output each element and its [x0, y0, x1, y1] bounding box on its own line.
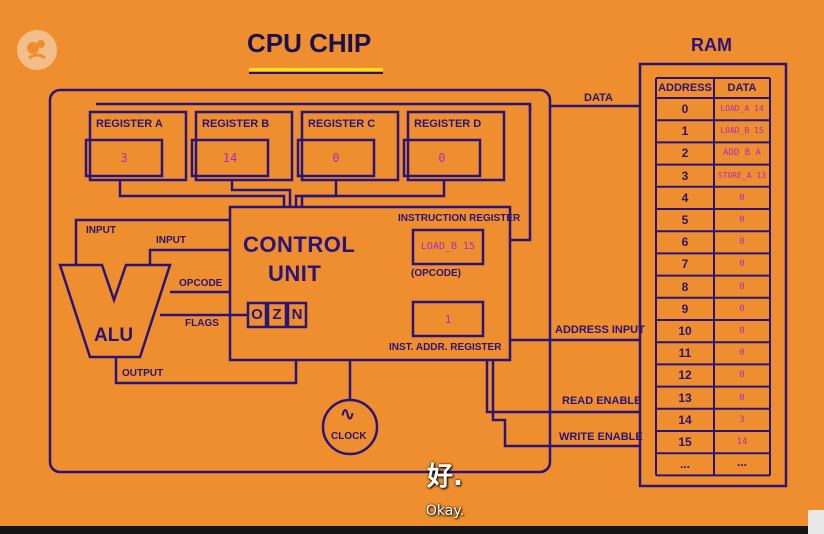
register-b-box	[194, 110, 294, 182]
ram-data-cell: 0	[739, 281, 745, 292]
clock-label: CLOCK	[331, 431, 367, 442]
address-input-label: ADDRESS INPUT	[555, 324, 645, 336]
ram-address-cell: ...	[679, 457, 690, 472]
ram-address-cell: 8	[681, 279, 689, 294]
ram-address-cell: 11	[678, 346, 692, 361]
register-a-box	[88, 110, 188, 182]
instruction-register-sublabel: (OPCODE)	[411, 268, 461, 279]
ram-data-cell: 0	[739, 215, 745, 225]
ram-data-cell: ...	[736, 455, 747, 470]
alu-opcode-label: OPCODE	[179, 278, 223, 289]
register-a-value-box	[84, 138, 164, 178]
ram-address-cell: 3	[681, 168, 689, 183]
register-c-box	[300, 110, 400, 182]
ram-address-cell: 12	[678, 368, 692, 383]
ram-data-cell: 0	[739, 348, 745, 359]
clock-icon: ∿	[340, 404, 356, 424]
ram-address-cell: 9	[681, 301, 689, 316]
title-underline-shadow	[249, 72, 383, 74]
diagram-title: CPU CHIP	[247, 28, 372, 58]
ram-data-cell: 0	[739, 326, 745, 336]
register-d-value: 0	[438, 151, 446, 165]
video-corner	[808, 510, 824, 534]
ram-data-cell: 0	[739, 259, 745, 270]
inst-addr-register-box	[411, 300, 485, 338]
flag-box-z	[266, 301, 288, 329]
ram-data-cell: LOAD_B 15	[720, 126, 764, 136]
subtitle-chinese: 好.	[427, 462, 463, 492]
ram-address-cell: 1	[681, 124, 689, 139]
ram-address-cell: 4	[681, 190, 689, 205]
ram-header-data: DATA	[727, 82, 757, 94]
ram-address-cell: 10	[678, 324, 692, 338]
alu-shape	[58, 263, 172, 359]
inst-addr-register-value: 1	[444, 313, 452, 326]
title-underline	[249, 68, 383, 71]
alu-input2-label: INPUT	[156, 235, 186, 246]
register-c-label: REGISTER C	[308, 118, 376, 130]
diagram-title-wrap: CPU CHIP	[247, 28, 385, 72]
ram-address-cell: 15	[678, 435, 692, 449]
ram-address-cell: 5	[681, 213, 689, 227]
ram-data-cell: 3	[739, 414, 745, 425]
ram-data-cell: 0	[739, 303, 745, 314]
control-unit-title-line2: UNIT	[268, 261, 322, 286]
register-d-value-box	[402, 138, 482, 178]
control-unit-title-line1: CONTROL	[243, 232, 356, 257]
ram-data-cell: 0	[739, 237, 745, 248]
register-b-value: 14	[222, 151, 238, 165]
register-d-box	[406, 110, 506, 182]
flag-box-n	[286, 301, 308, 329]
ram-address-cell: 13	[678, 390, 692, 405]
register-b-label: REGISTER B	[202, 118, 270, 130]
ram-address-cell: 14	[678, 412, 692, 427]
ram-title: RAM	[691, 35, 732, 55]
pbs-logo-icon	[17, 30, 57, 70]
instruction-register-value: LOAD_B 15	[420, 241, 476, 252]
register-a-value: 3	[120, 151, 128, 165]
alu-input1-label: INPUT	[86, 225, 116, 236]
write-enable-label: WRITE ENABLE	[559, 431, 643, 443]
instruction-register-box	[411, 228, 485, 266]
register-a-label: REGISTER A	[96, 118, 163, 130]
instruction-register-label: INSTRUCTION REGISTER	[398, 213, 521, 224]
register-c-value: 0	[332, 151, 340, 165]
ram-data-cell: 0	[739, 192, 745, 203]
ram-data-cell: STORE_A 13	[717, 170, 767, 180]
register-d-label: REGISTER D	[414, 118, 482, 130]
flag-o: O	[251, 306, 263, 323]
ram-address-cell: 7	[681, 257, 689, 272]
control-unit-box	[228, 205, 512, 362]
ram-header-address: ADDRESS	[658, 82, 712, 94]
ram-data-cell: ADD B A	[723, 148, 761, 159]
register-c-value-box	[296, 138, 376, 178]
ram-outer-box	[638, 62, 788, 488]
alu-output-label: OUTPUT	[122, 368, 164, 379]
register-b-value-box	[190, 138, 270, 178]
subtitle-english: Okay.	[425, 503, 465, 519]
ram-data-cell: 0	[739, 392, 745, 403]
cpu-chip-outline	[48, 88, 552, 474]
ram-data-cell: 0	[739, 370, 745, 381]
ram-address-cell: 2	[681, 146, 689, 161]
alu-flags-label: FLAGS	[185, 318, 219, 329]
inst-addr-register-label: INST. ADDR. REGISTER	[389, 342, 502, 353]
read-enable-label: READ ENABLE	[562, 395, 642, 407]
ram-data-cell: LOAD_A 14	[720, 104, 764, 113]
flag-n: N	[291, 306, 303, 323]
ram-data-cell: 14	[736, 437, 748, 447]
alu-label: ALU	[94, 325, 134, 346]
video-bottom-bar	[0, 526, 824, 534]
ram-address-cell: 0	[681, 102, 689, 116]
data-bus-label: DATA	[584, 92, 613, 104]
ram-address-cell: 6	[681, 235, 689, 250]
flag-z: Z	[272, 306, 282, 323]
